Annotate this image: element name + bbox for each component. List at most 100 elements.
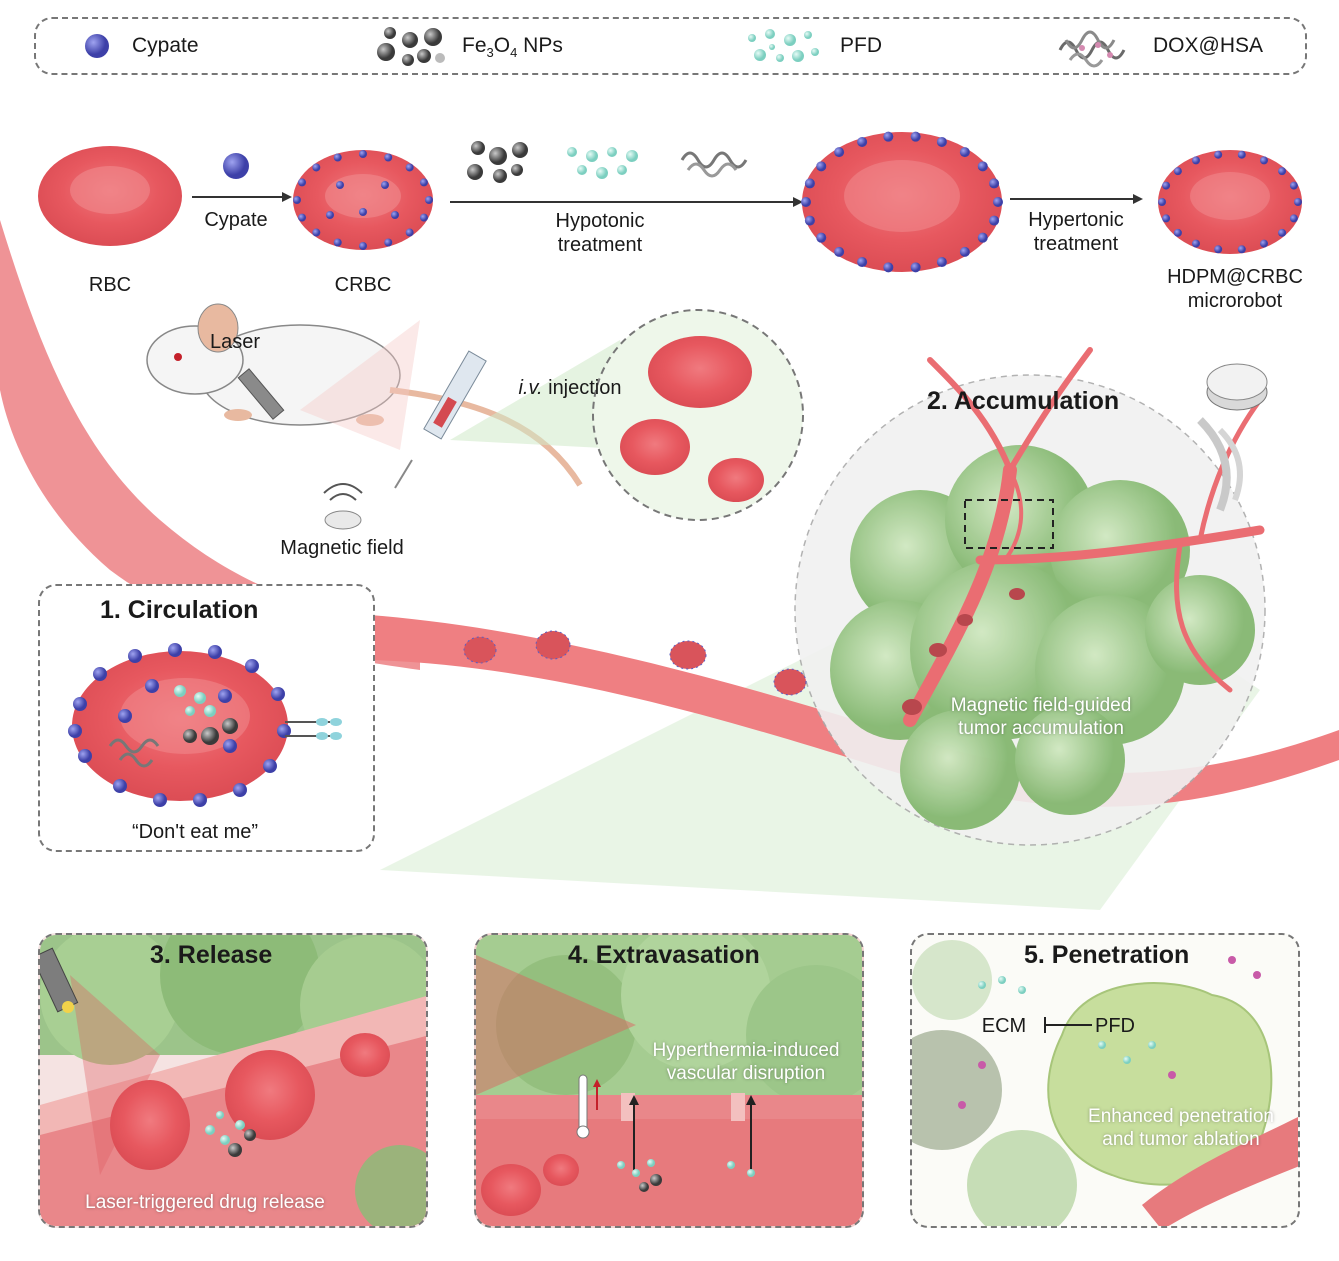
syringe-icon — [394, 350, 487, 489]
cypate-dot — [1214, 245, 1223, 254]
circulation-title: 1. Circulation — [100, 596, 259, 624]
legend-fe3o4-label: Fe3O4 NPs — [462, 34, 563, 61]
cypate-dot — [333, 238, 342, 247]
accumulation-title: 2. Accumulation — [927, 387, 1120, 415]
cypate-dot — [381, 181, 389, 189]
circulation-cell — [68, 643, 342, 807]
cypate-dot — [1237, 245, 1246, 254]
cypate-dot — [298, 213, 307, 222]
cypate-dot — [834, 147, 845, 158]
thermometer-icon — [576, 1074, 601, 1139]
cypate-dot — [298, 178, 307, 187]
cypate-dot — [384, 153, 393, 162]
swollen-rbc-icon — [802, 132, 1002, 272]
tumor-mass — [830, 445, 1255, 830]
release-caption: Laser-triggered drug release — [85, 1192, 325, 1213]
cypate-dot — [804, 178, 815, 189]
rbc-label: RBC — [88, 274, 132, 296]
cypate-dot — [910, 131, 921, 142]
pfd-icon — [748, 29, 819, 62]
hypotonic-dox-icon — [680, 151, 748, 178]
cypate-dot — [1260, 156, 1268, 165]
mouse-icon — [146, 303, 583, 487]
legend-cypate-label: Cypate — [132, 34, 199, 57]
cypate-dot — [936, 136, 947, 147]
legend-pfd-label: PFD — [840, 34, 882, 57]
cypate-dot — [959, 147, 970, 158]
cypate-dot — [883, 131, 894, 142]
cypate-dot — [336, 181, 344, 189]
injection-zoom-circle — [592, 309, 804, 521]
release-scene — [40, 935, 426, 1226]
legend-box — [34, 17, 1307, 75]
vessel-microrobots — [463, 588, 1025, 715]
magnetic-field-label: Magnetic field — [280, 537, 404, 559]
legend-icons — [85, 27, 1126, 68]
cypate-step-label: Cypate — [204, 209, 268, 231]
main-vessel — [370, 615, 1339, 807]
dont-eat-me-label: “Don't eat me” — [131, 821, 259, 843]
penetration-pfd-label: PFD — [1095, 1015, 1135, 1037]
cypate-dot — [1192, 156, 1200, 165]
cypate-dot — [1278, 167, 1287, 176]
penetration-panel: 5. Penetration ECM PFD Enhanced penetrat… — [910, 933, 1300, 1228]
mouse-magnet-icon — [323, 483, 363, 530]
background-vessel — [0, 220, 420, 670]
cypate-dot — [1173, 228, 1182, 237]
cypate-dot — [816, 232, 827, 243]
legend-dox-label: DOX@HSA — [1153, 34, 1264, 57]
cypate-dot — [834, 246, 845, 257]
cypate-dot — [936, 257, 947, 268]
cypate-dot — [384, 238, 393, 247]
cypate-dot — [804, 215, 815, 226]
release-panel: 3. Release Laser-triggered drug release — [38, 933, 428, 1228]
cypate-dot — [359, 208, 367, 216]
cypate-dot — [425, 196, 433, 204]
cypate-dot — [816, 161, 827, 172]
hypotonic-fe-icon — [467, 141, 528, 183]
cypate-dot — [993, 197, 1003, 207]
penetration-title: 5. Penetration — [1024, 941, 1190, 969]
cypate-dot — [1289, 181, 1298, 190]
cypate-dot — [1289, 214, 1298, 223]
ecm-label: ECM — [981, 1015, 1027, 1037]
cypate-dot — [1158, 198, 1166, 206]
cypate-dot — [1237, 150, 1246, 159]
cypate-dot — [1173, 167, 1182, 176]
extravasation-scene — [476, 935, 862, 1226]
hypotonic-pfd-icon — [567, 147, 638, 179]
cypate-dot — [1192, 239, 1200, 248]
zoom-box — [964, 499, 1054, 549]
release-title: 3. Release — [150, 941, 273, 969]
cypate-dot — [312, 228, 321, 237]
iv-injection-label: i.v. injection — [518, 377, 622, 399]
crbc-label: CRBC — [334, 274, 392, 296]
cypate-dot — [1162, 214, 1171, 223]
fe3o4-icon — [377, 27, 445, 66]
cypate-dot — [419, 178, 428, 187]
penetration-scene — [912, 940, 1298, 1226]
cypate-step-icon — [223, 153, 249, 179]
cypate-dot — [989, 178, 1000, 189]
cypate-dot — [359, 242, 367, 250]
cypate-dot — [1214, 150, 1223, 159]
laser-label: Laser — [209, 331, 261, 353]
inhibition-symbol — [1044, 1017, 1092, 1033]
cypate-dot — [857, 257, 868, 268]
cypate-dot — [801, 197, 811, 207]
laser-icon — [237, 368, 285, 420]
circulation-panel: 1. Circulation “Don't eat me” — [38, 584, 375, 852]
cypate-dot — [405, 163, 414, 172]
cypate-dot — [977, 161, 988, 172]
cd47-receptor-icon — [285, 718, 342, 740]
cypate-dot — [1278, 228, 1287, 237]
cypate-dot — [293, 196, 301, 204]
magnet-icon — [1197, 363, 1268, 512]
cypate-dot — [1162, 181, 1171, 190]
cypate-dot — [959, 246, 970, 257]
